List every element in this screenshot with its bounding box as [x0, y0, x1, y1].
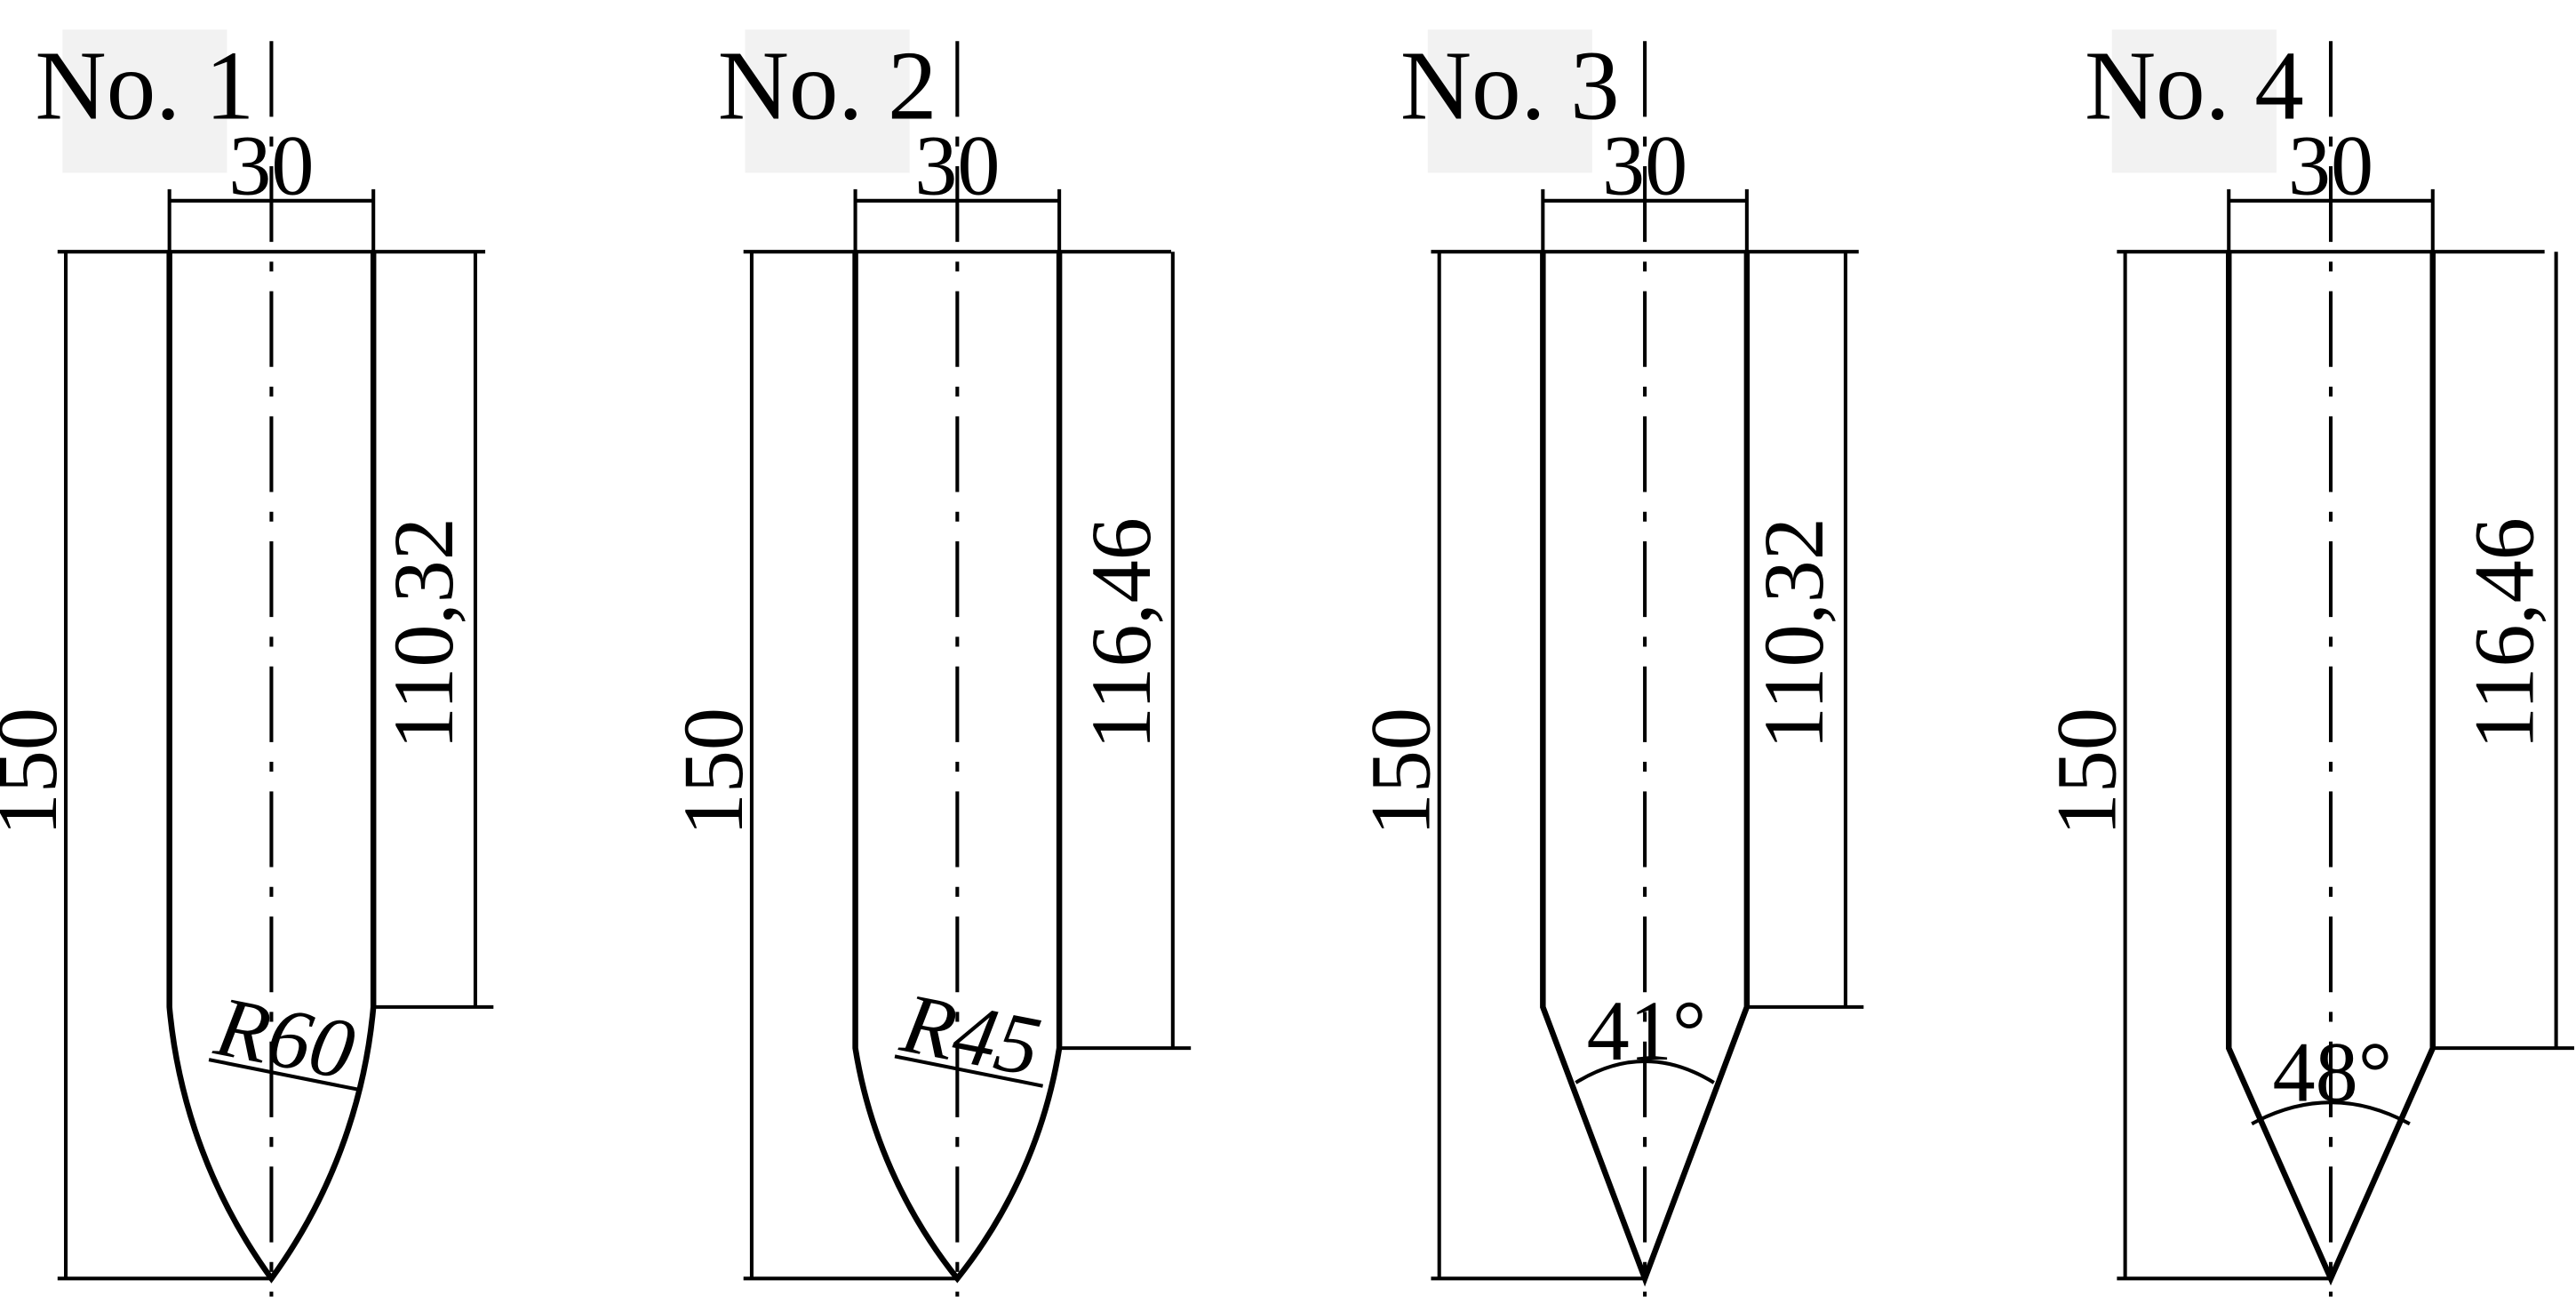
length-value: 150	[666, 708, 761, 836]
projectile-3: No. 330 150 110,32 41°	[1353, 29, 1864, 1297]
body-length-value: 116,46	[2457, 517, 2552, 749]
label-box	[62, 29, 227, 173]
projectile-4: No. 430 150 116,46 48°	[2039, 29, 2574, 1297]
body-length-value: 116,46	[1073, 517, 1168, 749]
length-value: 150	[0, 708, 75, 836]
radius-leader	[208, 1058, 358, 1092]
projectile-label: No. 2	[718, 31, 937, 140]
label-box	[745, 29, 910, 173]
angle-value: 41°	[1587, 983, 1707, 1078]
radius-value: R60	[208, 978, 363, 1098]
length-value: 150	[2039, 708, 2134, 836]
length-value: 150	[1353, 708, 1448, 836]
width-value: 30	[914, 117, 1000, 212]
body-length-value: 110,32	[1746, 517, 1841, 749]
angle-arc	[2251, 1100, 2411, 1126]
projectile-label: No. 3	[1400, 31, 1620, 140]
label-box	[1427, 29, 1592, 173]
projectile-label: No. 4	[2085, 31, 2304, 140]
radius-leader	[894, 1054, 1043, 1088]
angle-value: 48°	[2272, 1024, 2392, 1119]
width-value: 30	[228, 117, 314, 212]
projectile-label: No. 1	[36, 31, 255, 140]
angle-arc	[1575, 1059, 1715, 1084]
width-value: 30	[2288, 117, 2373, 212]
width-value: 30	[1602, 117, 1687, 212]
radius-value: R45	[894, 974, 1049, 1094]
label-box	[2111, 29, 2277, 173]
body-length-value: 110,32	[376, 517, 471, 749]
